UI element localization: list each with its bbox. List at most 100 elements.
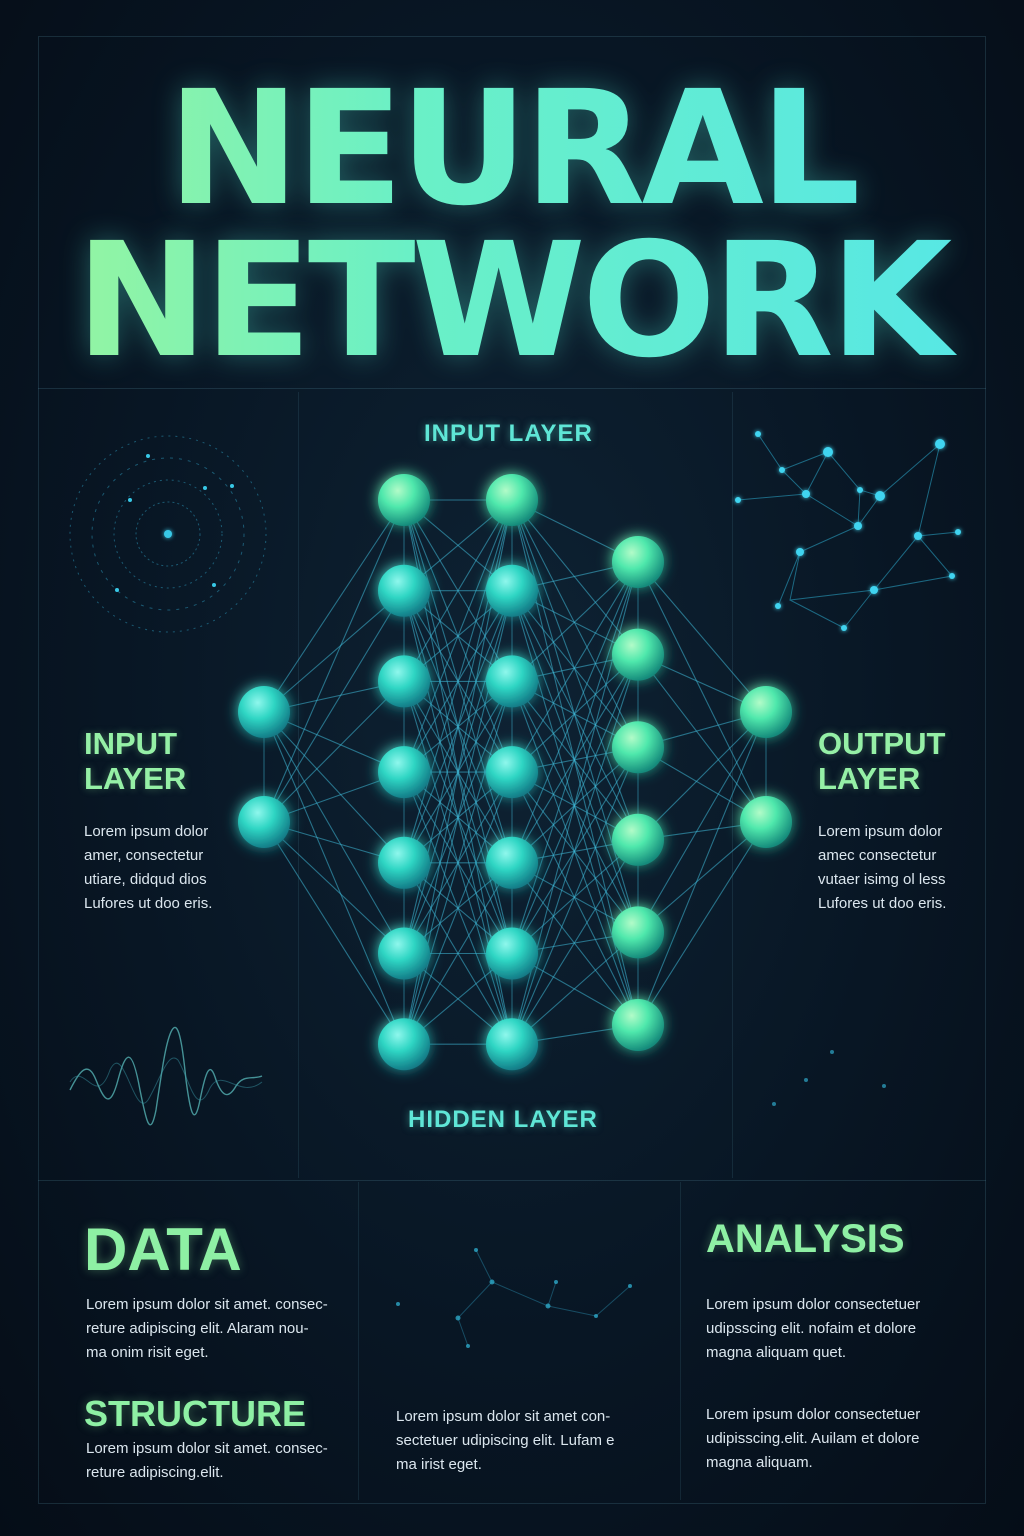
constellation-node bbox=[796, 548, 804, 556]
bottom-divider-right bbox=[680, 1182, 681, 1500]
network-connection bbox=[637, 821, 767, 933]
network-node bbox=[378, 655, 430, 708]
constellation-node bbox=[914, 532, 922, 540]
text-line: Lorem ipsum dolor consectetuer bbox=[706, 1296, 921, 1313]
radar-center-dot bbox=[164, 530, 172, 538]
radar-rings-decoration bbox=[69, 435, 267, 633]
output-layer-description: Lorem ipsum dolor amec consectetur vutae… bbox=[818, 820, 988, 916]
scatter-dot bbox=[804, 1078, 808, 1082]
constellation-node bbox=[935, 439, 945, 449]
title-divider bbox=[38, 388, 986, 389]
constellation-node bbox=[779, 467, 785, 473]
text-line: ma onim risit eget. bbox=[86, 1344, 209, 1361]
network-connection bbox=[263, 499, 405, 713]
network-connection bbox=[637, 561, 767, 823]
output-layer-heading-line1: OUTPUT bbox=[818, 726, 946, 761]
middle-description: Lorem ipsum dolor sit amet con- sectetue… bbox=[396, 1405, 666, 1477]
network-connection bbox=[263, 711, 405, 864]
network-node bbox=[378, 927, 430, 980]
network-connection bbox=[511, 681, 639, 841]
constellation-node bbox=[735, 497, 741, 503]
network-connection bbox=[511, 561, 639, 954]
network-connection bbox=[403, 681, 513, 1045]
network-node bbox=[486, 1018, 538, 1071]
radar-dot bbox=[203, 486, 207, 490]
left-column-divider bbox=[298, 392, 299, 1178]
radar-dot bbox=[230, 484, 234, 488]
poster-frame bbox=[38, 36, 986, 1504]
network-connection bbox=[511, 771, 639, 933]
network-connection bbox=[263, 590, 405, 713]
text-line: amec consectetur bbox=[818, 847, 937, 864]
output-layer-heading-line2: LAYER bbox=[818, 761, 921, 796]
network-connection bbox=[511, 681, 639, 933]
network-node bbox=[378, 474, 430, 526]
text-line: Lorem ipsum dolor sit amet con- bbox=[396, 1408, 611, 1425]
network-connection bbox=[263, 681, 405, 823]
network-connection bbox=[637, 711, 767, 1026]
bottom-constellation-node bbox=[455, 1315, 461, 1321]
input-layer-heading-line1: INPUT bbox=[84, 726, 177, 761]
constellation-node bbox=[857, 487, 863, 493]
bottom-constellation-node bbox=[466, 1344, 470, 1348]
analysis-heading: ANALYSIS bbox=[706, 1217, 905, 1261]
network-node bbox=[612, 813, 664, 866]
constellation-node bbox=[802, 490, 810, 498]
bottom-constellation-decoration bbox=[396, 1248, 632, 1348]
constellation-node bbox=[875, 491, 885, 501]
radar-ring-2 bbox=[91, 457, 245, 611]
network-node bbox=[740, 796, 792, 848]
text-line: Lorem ipsum dolor bbox=[84, 823, 209, 840]
text-line: Lorem ipsum dolor consectetuer bbox=[706, 1406, 921, 1423]
network-connection bbox=[511, 499, 639, 840]
network-connection bbox=[403, 771, 513, 1045]
network-node bbox=[486, 836, 538, 889]
network-connection bbox=[511, 771, 639, 1026]
network-connection bbox=[403, 499, 513, 863]
text-line: vutaer isimg ol less bbox=[818, 871, 946, 888]
input-layer-heading-line2: LAYER bbox=[84, 761, 187, 796]
constellation-node bbox=[841, 625, 847, 631]
bottom-constellation-node bbox=[554, 1280, 558, 1284]
bottom-constellation-node bbox=[545, 1303, 551, 1309]
waveform-echo-decoration bbox=[69, 1057, 263, 1104]
constellation-node bbox=[823, 447, 833, 457]
network-connection bbox=[263, 821, 405, 1045]
constellation-node bbox=[755, 431, 761, 437]
structure-description: Lorem ipsum dolor sit amet. consec- retu… bbox=[86, 1437, 346, 1485]
network-node bbox=[612, 721, 664, 774]
constellation-decoration bbox=[735, 431, 961, 631]
network-connection bbox=[511, 590, 639, 933]
bottom-divider bbox=[38, 1180, 986, 1181]
network-node bbox=[486, 564, 538, 617]
data-heading: DATA bbox=[84, 1216, 242, 1283]
network-node bbox=[378, 746, 430, 799]
network-node bbox=[378, 836, 430, 889]
text-line: Lorem ipsum dolor sit amet. consec- bbox=[86, 1440, 328, 1457]
input-layer-description: Lorem ipsum dolor amer, consectetur utia… bbox=[84, 820, 274, 916]
network-node bbox=[238, 686, 290, 738]
network-connection bbox=[637, 821, 767, 1026]
bottom-divider-left bbox=[358, 1182, 359, 1500]
network-connection bbox=[511, 654, 639, 1045]
scatter-dot bbox=[772, 1102, 776, 1106]
network-node bbox=[612, 999, 664, 1051]
page-title-line1: NEURAL bbox=[0, 70, 1024, 228]
text-line: udipisscing.elit. Auilam et dolore bbox=[706, 1430, 920, 1447]
radar-ring-1 bbox=[69, 435, 267, 633]
radar-dot bbox=[212, 583, 216, 587]
scatter-dots-decoration bbox=[772, 1050, 886, 1106]
data-description: Lorem ipsum dolor sit amet. consec- retu… bbox=[86, 1293, 346, 1365]
network-node bbox=[378, 564, 430, 617]
constellation-lines bbox=[737, 433, 959, 629]
network-connection bbox=[263, 590, 405, 823]
radar-ring-3 bbox=[113, 479, 223, 589]
network-node bbox=[378, 1018, 430, 1071]
constellation-node bbox=[955, 529, 961, 535]
network-connection bbox=[511, 590, 639, 841]
bottom-constellation-lines bbox=[457, 1249, 631, 1347]
network-connection bbox=[637, 711, 767, 933]
network-connection bbox=[263, 711, 405, 954]
text-line: reture adipiscing.elit. bbox=[86, 1464, 224, 1481]
